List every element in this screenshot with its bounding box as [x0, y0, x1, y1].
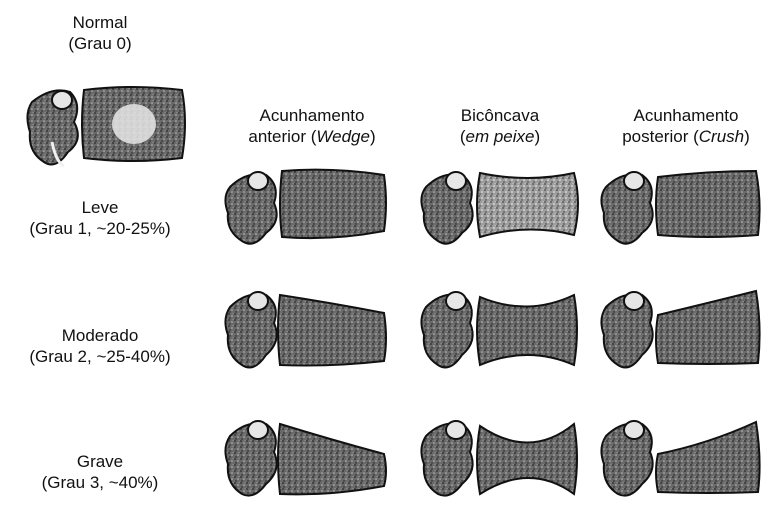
row-label-normal-title: Normal	[40, 12, 160, 33]
column-header-wedge-sub-a: anterior (	[248, 127, 316, 146]
vertebra-moderado-biconcave	[418, 283, 588, 378]
row-label-normal-grade: (Grau 0)	[40, 33, 160, 54]
vertebra-normal	[22, 82, 192, 174]
column-header-wedge-sub-em: Wedge	[316, 127, 370, 146]
row-label-moderado-grade: (Grau 2, ~25-40%)	[0, 346, 200, 367]
vertebra-leve-wedge	[222, 165, 392, 250]
column-header-crush-sub-em: Crush	[699, 127, 744, 146]
column-header-crush-title: Acunhamento	[596, 105, 776, 126]
vertebra-moderado-wedge	[222, 283, 392, 378]
column-header-biconcave-sub-b: )	[534, 127, 540, 146]
column-header-wedge-title: Acunhamento	[222, 105, 402, 126]
vertebra-grave-crush	[600, 410, 770, 502]
row-label-leve-title: Leve	[0, 197, 200, 218]
vertebra-moderado-crush	[600, 283, 770, 378]
row-label-grave-grade: (Grau 3, ~40%)	[0, 472, 200, 493]
vertebra-grave-biconcave	[418, 410, 588, 502]
column-header-crush-sub: posterior (Crush)	[596, 126, 776, 147]
column-header-crush-sub-a: posterior (	[622, 127, 699, 146]
column-header-biconcave-sub-em: em peixe	[466, 127, 535, 146]
row-label-moderado-title: Moderado	[0, 325, 200, 346]
row-label-grave: Grave (Grau 3, ~40%)	[0, 451, 200, 493]
row-label-leve-grade: (Grau 1, ~20-25%)	[0, 218, 200, 239]
column-header-biconcave-title: Bicôncava	[420, 105, 580, 126]
column-header-biconcave: Bicôncava (em peixe)	[420, 105, 580, 147]
row-label-leve: Leve (Grau 1, ~20-25%)	[0, 197, 200, 239]
column-header-wedge-sub-b: )	[370, 127, 376, 146]
column-header-wedge: Acunhamento anterior (Wedge)	[222, 105, 402, 147]
column-header-crush: Acunhamento posterior (Crush)	[596, 105, 776, 147]
column-header-wedge-sub: anterior (Wedge)	[222, 126, 402, 147]
row-label-moderado: Moderado (Grau 2, ~25-40%)	[0, 325, 200, 367]
vertebra-leve-biconcave	[418, 165, 588, 250]
vertebra-leve-crush	[600, 165, 770, 250]
row-label-grave-title: Grave	[0, 451, 200, 472]
column-header-biconcave-sub: (em peixe)	[420, 126, 580, 147]
column-header-crush-sub-b: )	[744, 127, 750, 146]
vertebra-grave-wedge	[222, 410, 392, 502]
row-label-normal: Normal (Grau 0)	[40, 12, 160, 54]
